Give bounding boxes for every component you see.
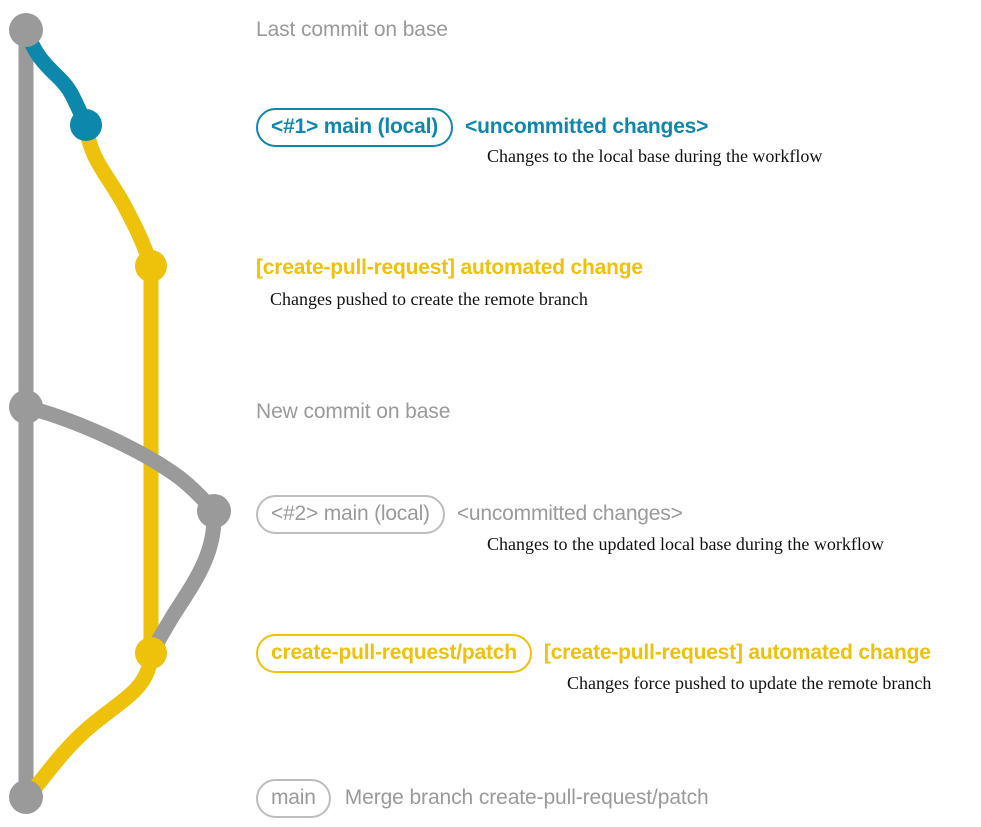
commit-node-new-commit-on-base[interactable] [9, 390, 43, 424]
commit-headline-new-commit-on-base: New commit on base [256, 400, 451, 423]
commit-headline-automated-change-2: [create-pull-request] automated change [543, 641, 931, 664]
commit-headline-local-main-1: <uncommitted changes> [465, 115, 709, 138]
branch-badge-local-main-2[interactable]: <#2> main (local) [256, 494, 445, 534]
commit-node-merge-commit[interactable] [9, 780, 43, 814]
commit-description-local-main-1: Changes to the local base during the wor… [487, 146, 823, 166]
row-new-commit-on-base: New commit on base [256, 396, 450, 428]
commit-node-automated-change-2[interactable] [135, 637, 167, 669]
commit-headline-merge-commit: Merge branch create-pull-request/patch [344, 786, 709, 809]
commit-node-local-main-2[interactable] [197, 494, 231, 528]
row-local-main-1: <#1> main (local) <uncommitted changes> [256, 107, 709, 147]
branch-badge-main[interactable]: main [256, 778, 331, 818]
row-automated-change-2: create-pull-request/patch [create-pull-r… [256, 633, 931, 673]
commit-description-local-main-2: Changes to the updated local base during… [487, 534, 884, 554]
commit-description-automated-change-2: Changes force pushed to update the remot… [567, 673, 932, 693]
branch-line-patch-merge-yellow [18, 645, 159, 805]
commit-description-automated-change-1: Changes pushed to create the remote bran… [270, 289, 588, 309]
commit-headline-automated-change-1: [create-pull-request] automated change [256, 256, 643, 279]
branch-badge-local-main-1[interactable]: <#1> main (local) [256, 107, 454, 147]
branch-line-patch-yellow-upper [78, 117, 159, 661]
row-local-main-2: <#2> main (local) <uncommitted changes> [256, 494, 683, 534]
commit-node-local-main-1[interactable] [70, 109, 102, 141]
commit-headline-last-commit-on-base: Last commit on base [256, 18, 448, 41]
branch-badge-create-pull-request-patch[interactable]: create-pull-request/patch [256, 633, 532, 673]
row-merge-commit: main Merge branch create-pull-request/pa… [256, 778, 709, 818]
commit-node-automated-change-1[interactable] [135, 250, 167, 282]
row-last-commit-on-base: Last commit on base [256, 12, 448, 48]
row-automated-change-1: [create-pull-request] automated change [256, 252, 643, 284]
branch-line-local2-to-patch-gray [143, 503, 222, 661]
commit-headline-local-main-2: <uncommitted changes> [456, 502, 683, 525]
branch-line-updated-local-gray [18, 399, 222, 519]
commit-node-last-commit-on-base[interactable] [9, 13, 43, 47]
